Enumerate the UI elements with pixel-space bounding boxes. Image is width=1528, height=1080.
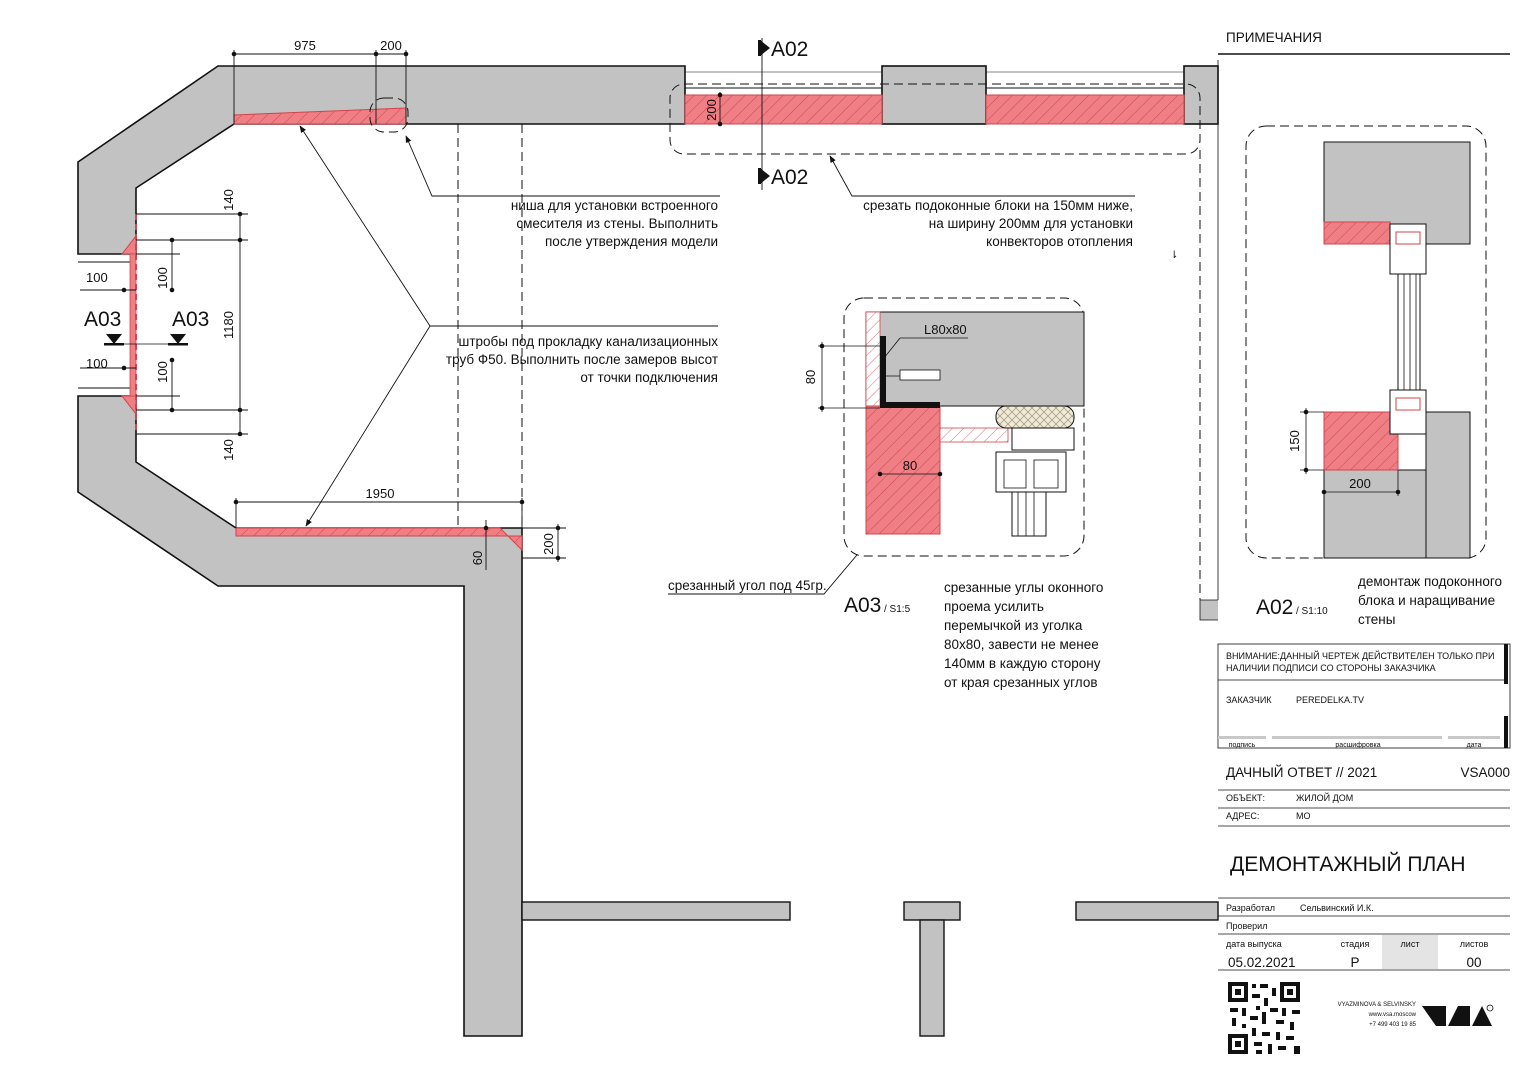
stage-value: Р [1350, 955, 1359, 970]
sheets-label: листов [1460, 939, 1489, 949]
a02-caption-line3: стены [1358, 612, 1395, 627]
notes-header: ПРИМЕЧАНИЯ [1226, 30, 1322, 45]
object-label: ОБЪЕКТ: [1226, 793, 1265, 803]
dim-140-bottom: 140 [221, 439, 236, 461]
note-sill-line2: на ширину 200мм для установки [929, 216, 1133, 231]
note-lintel-line5: 140мм в каждую сторону [944, 656, 1101, 671]
address-label: АДРЕС: [1226, 811, 1259, 821]
signature-label: подпись [1229, 742, 1256, 749]
object-value: ЖИЛОЙ ДОМ [1296, 792, 1353, 803]
note-lintel-line6: от края срезанных углов [944, 675, 1098, 690]
note-sill-line3: конвекторов отопления [986, 234, 1133, 249]
developer-label: Разработал [1226, 903, 1275, 913]
title-block: ВНИМАНИЕ: ДАННЫЙ ЧЕРТЕЖ ДЕЙСТВИТЕЛЕН ТОЛ… [1217, 643, 1511, 971]
wall-bottom-3 [919, 919, 945, 1037]
a03-dim-80-vertical: 80 [803, 370, 818, 384]
a03-scale: / S1:5 [884, 604, 911, 615]
checked-label: Проверил [1226, 921, 1267, 931]
firm-phone: +7 499 403 19 85 [1369, 1022, 1417, 1028]
wall-pier-2 [1183, 65, 1219, 125]
client-value: PEREDELKA.TV [1296, 695, 1364, 705]
issue-date-value: 05.02.2021 [1228, 955, 1296, 970]
dim-1180: 1180 [221, 311, 236, 339]
demolition-zones [120, 94, 1185, 552]
a02-title: A02 [1256, 596, 1293, 619]
dim-200-bottom: 200 [541, 533, 556, 555]
dim-200-top: 200 [380, 38, 402, 53]
dim-140-top: 140 [221, 189, 236, 211]
wall-bottom-1 [521, 901, 791, 921]
dim-100-left-1: 100 [86, 270, 108, 285]
client-label: ЗАКАЗЧИК [1226, 695, 1272, 705]
sill-cut-2 [985, 94, 1185, 125]
note-lintel-line4: 80х80, завести не менее [944, 637, 1099, 652]
sill-cut-1 [684, 94, 883, 125]
dim-200-window: 200 [704, 99, 719, 121]
qr-code-icon [1228, 982, 1300, 1054]
note-corner: срезанный угол под 45гр. [668, 578, 827, 593]
dimension-texts: 975 200 140 100 100 1180 100 100 140 195… [86, 38, 719, 565]
wall-lower-left [77, 395, 523, 1037]
warning-text-2: НАЛИЧИИ ПОДПИСИ СО СТОРОНЫ ЗАКАЗЧИКА [1226, 663, 1436, 673]
note-niche-line2: смесителя из стены. Выполнить [516, 216, 718, 231]
note-chase-line1: штробы под прокладку канализационных [458, 334, 718, 349]
sheets-value: 00 [1466, 955, 1481, 970]
plan-walls [77, 65, 1219, 1037]
chase-bottom [235, 527, 523, 552]
a03-title: A03 [844, 594, 881, 617]
a03-dim-80-horizontal: 80 [903, 458, 917, 473]
wall-bottom-2 [903, 901, 961, 921]
note-chase-line2: труб Ф50. Выполнить после замеров высот [446, 352, 718, 367]
note-chase-line3: от точки подключения [580, 370, 718, 385]
note-niche-line1: ниша для установки встроенного [511, 198, 718, 213]
firm-site: www.vsa.moscow [1368, 1012, 1417, 1018]
address-value: МО [1296, 811, 1311, 821]
project-code: VSA000 [1460, 765, 1510, 780]
a02-dim-150: 150 [1287, 430, 1302, 452]
note-lintel-line1: срезанные углы оконного [944, 580, 1103, 595]
a02-dim-200: 200 [1349, 476, 1371, 491]
note-lintel-line3: перемычкой из уголка [944, 618, 1083, 633]
dim-100-right-2: 100 [155, 361, 170, 383]
note-sill-line1: срезать подоконные блоки на 150мм ниже, [863, 198, 1133, 213]
orientation-mark-icon: ⇂ [1170, 250, 1178, 261]
project-name: ДАЧНЫЙ ОТВЕТ // 2021 [1226, 765, 1377, 780]
a02-caption-line2: блока и наращивание [1358, 593, 1495, 608]
section-a02-bottom: A02 [771, 166, 808, 189]
dim-1950: 1950 [366, 486, 395, 501]
a02-scale: / S1:10 [1296, 606, 1328, 617]
section-a02-top: A02 [771, 38, 808, 61]
stage-label: стадия [1341, 939, 1370, 949]
wall-bottom-4 [1075, 901, 1219, 921]
dim-100-left-2: 100 [86, 356, 108, 371]
warning-label: ВНИМАНИЕ: [1226, 651, 1280, 661]
sheet-title: ДЕМОНТАЖНЫЙ ПЛАН [1230, 852, 1465, 876]
note-niche-line3: после утверждения модели [545, 234, 718, 249]
wall-pier-1 [881, 65, 987, 125]
a03-angle-label: L80x80 [924, 322, 967, 337]
sheet-label: лист [1401, 939, 1420, 949]
dim-60: 60 [470, 551, 485, 565]
vsa-logo-icon [1422, 1004, 1494, 1026]
firm-name: VYAZMINOVA & SELVINSKY [1338, 1002, 1416, 1008]
date-label: дата [1467, 742, 1482, 749]
developer-value: Сельвинский И.К. [1300, 903, 1374, 913]
section-markers: A02 A02 A03 A03 [84, 38, 808, 346]
detail-a03: 80 80 L80x80 [803, 297, 1085, 557]
issue-date-label: дата выпуска [1226, 939, 1282, 949]
detail-a02: 150 200 [1245, 125, 1487, 559]
dim-975: 975 [294, 38, 316, 53]
decode-label: расшифровка [1335, 742, 1380, 749]
dim-100-right-1: 100 [155, 267, 170, 289]
section-a03-left: A03 [84, 308, 121, 331]
note-lintel-line2: проема усилить [944, 599, 1044, 614]
warning-text-1: ДАННЫЙ ЧЕРТЕЖ ДЕЙСТВИТЕЛЕН ТОЛЬКО ПРИ [1280, 650, 1494, 661]
a02-caption-line1: демонтаж подоконного [1358, 574, 1502, 589]
dimension-dots [121, 51, 723, 561]
section-a03-right: A03 [172, 308, 209, 331]
plan-notes: ниша для установки встроенного смесителя… [446, 198, 1133, 690]
